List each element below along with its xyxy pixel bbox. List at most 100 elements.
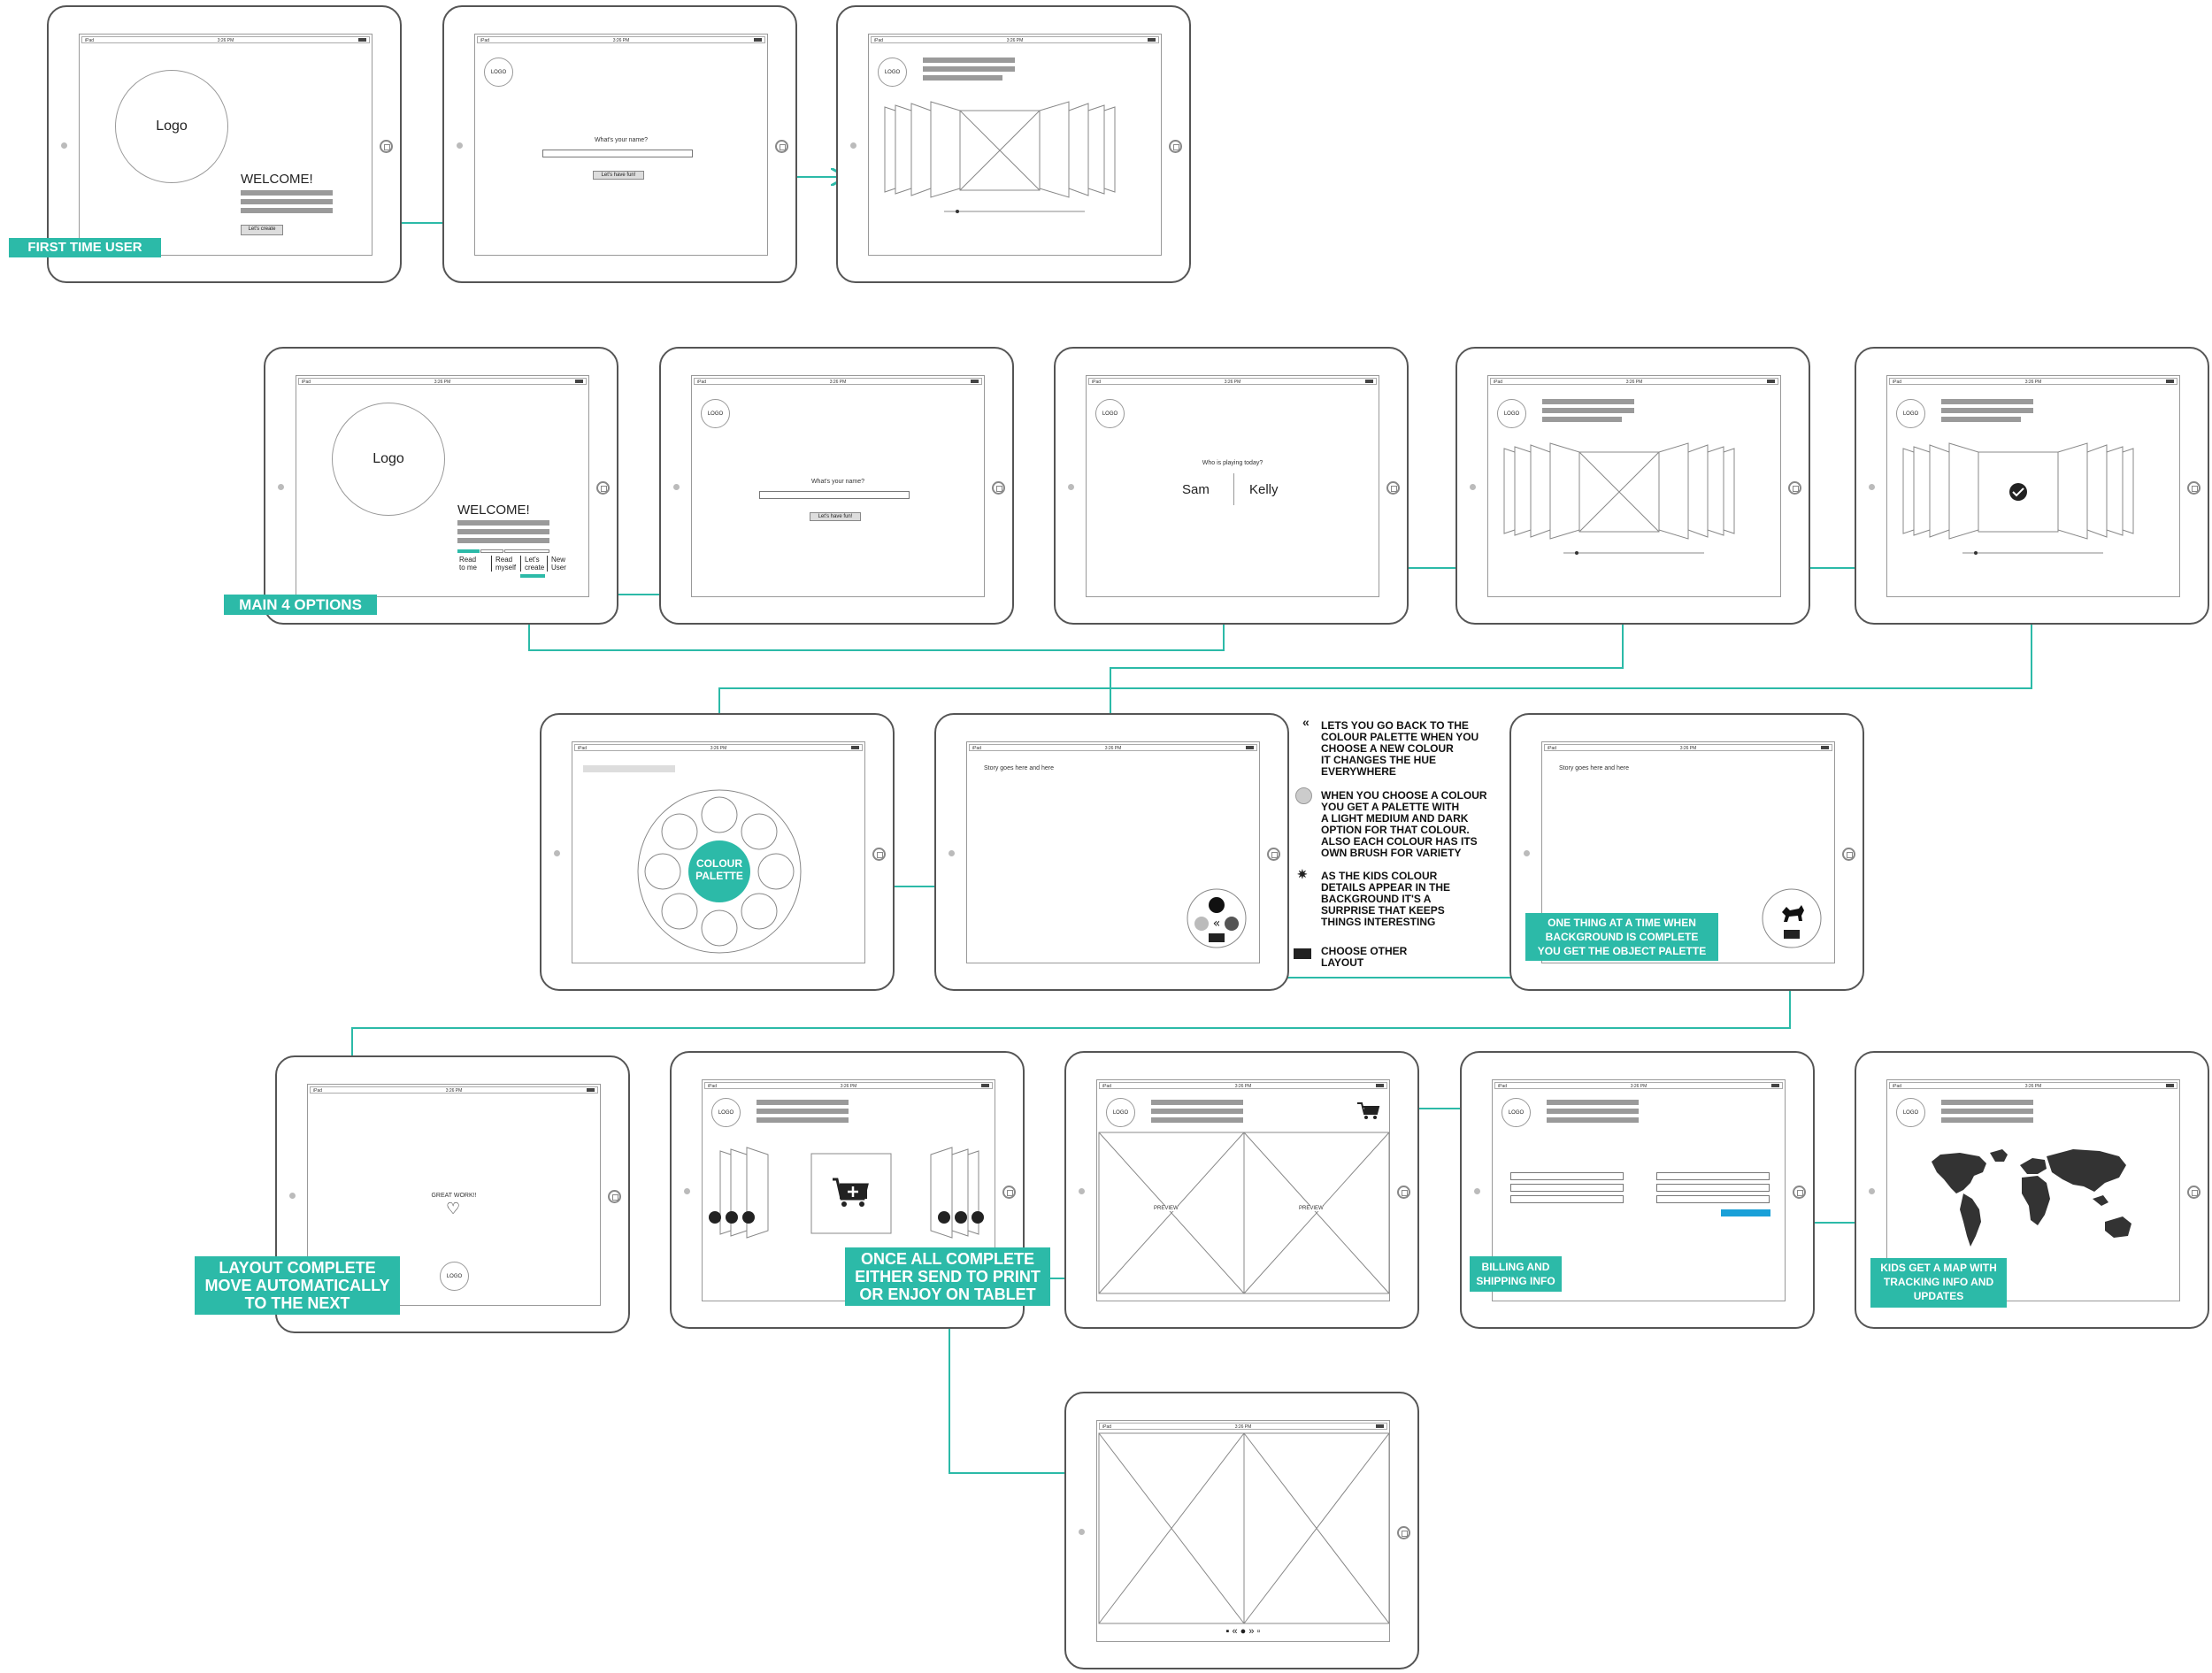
name-input[interactable]: [759, 491, 910, 499]
home-button[interactable]: [2187, 1186, 2200, 1199]
logo-small-circle: LOGO: [484, 58, 513, 87]
home-button[interactable]: [1002, 1186, 1016, 1199]
logo-small-circle: LOGO: [1896, 1098, 1925, 1127]
annotation-line: OWN BRUSH FOR VARIETY: [1321, 847, 1462, 859]
home-button[interactable]: [1169, 140, 1182, 153]
annotation-line: ALSO EACH COLOUR HAS ITS: [1321, 835, 1478, 848]
option-tab: [504, 549, 549, 553]
text-placeholder: [923, 75, 1002, 81]
home-button[interactable]: [872, 848, 886, 861]
label-main-4-options: MAIN 4 OPTIONS: [224, 595, 377, 615]
object-palette-wheel[interactable]: [1542, 742, 1835, 963]
book-icon: [1294, 948, 1311, 959]
double-left-icon: «: [1302, 715, 1310, 729]
home-button[interactable]: [1397, 1186, 1410, 1199]
annotation-line: YOU GET A PALETTE WITH: [1321, 801, 1460, 813]
battery-icon: [587, 1088, 595, 1092]
preview-label-right: PREVIEW: [1299, 1206, 1324, 1211]
layout-carousel[interactable]: [869, 35, 1162, 256]
layout-carousel[interactable]: [1887, 376, 2180, 597]
home-button[interactable]: [1793, 1186, 1806, 1199]
player-kelly[interactable]: Kelly: [1249, 482, 1279, 497]
home-button[interactable]: [992, 481, 1005, 495]
text-placeholder: [583, 765, 675, 772]
sparkle-icon: ✷: [1297, 867, 1308, 881]
shipping-field[interactable]: [1656, 1184, 1770, 1192]
world-map[interactable]: [1887, 1080, 2180, 1301]
home-button[interactable]: [1386, 481, 1400, 495]
camera-dot: [1068, 484, 1074, 490]
shop-carousel[interactable]: [703, 1080, 995, 1301]
divider: [1233, 473, 1234, 505]
billing-field[interactable]: [1510, 1195, 1624, 1203]
battery-icon: [981, 1084, 989, 1087]
home-button[interactable]: [1397, 1526, 1410, 1539]
player-sam[interactable]: Sam: [1182, 482, 1210, 497]
playback-controls[interactable]: ▪ « ● » ▫: [1225, 1626, 1261, 1637]
home-button[interactable]: [1788, 481, 1801, 495]
name-input[interactable]: [542, 150, 693, 157]
lets-have-fun-button[interactable]: Let's have fun!: [810, 512, 861, 521]
shipping-field[interactable]: [1656, 1172, 1770, 1180]
lets-create-button[interactable]: Let's create: [241, 225, 283, 235]
battery-icon: [851, 746, 859, 749]
annotation-line: COLOUR PALETTE WHEN YOU: [1321, 731, 1479, 743]
home-button[interactable]: [596, 481, 610, 495]
shipping-field[interactable]: [1656, 1195, 1770, 1203]
lets-have-fun-button[interactable]: Let's have fun!: [593, 171, 644, 180]
cart-icon[interactable]: [1356, 1100, 1379, 1119]
billing-field[interactable]: [1510, 1184, 1624, 1192]
text-placeholder: [1941, 1117, 2033, 1123]
text-placeholder: [923, 58, 1015, 63]
annotation-line: CHOOSE A NEW COLOUR: [1321, 742, 1454, 755]
tool-wheel[interactable]: «: [967, 742, 1260, 963]
logo-circle: Logo: [332, 403, 445, 516]
submit-button[interactable]: [1721, 1209, 1770, 1216]
colour-wheel[interactable]: [572, 742, 865, 963]
text-placeholder: [1547, 1109, 1639, 1114]
home-button[interactable]: [775, 140, 788, 153]
camera-dot: [289, 1193, 296, 1199]
home-button[interactable]: [608, 1190, 621, 1203]
home-button[interactable]: [2187, 481, 2200, 495]
home-button[interactable]: [1842, 848, 1855, 861]
home-button[interactable]: [380, 140, 393, 153]
billing-field[interactable]: [1510, 1172, 1624, 1180]
home-button[interactable]: [1267, 848, 1280, 861]
camera-dot: [1079, 1188, 1085, 1194]
layout-carousel[interactable]: [1488, 376, 1781, 597]
text-placeholder: [1547, 1117, 1639, 1123]
camera-dot: [1079, 1529, 1085, 1535]
text-placeholder: [241, 190, 333, 196]
logo-small-circle: LOGO: [1502, 1098, 1531, 1127]
text-placeholder: [457, 538, 549, 543]
option-tab: [480, 549, 503, 553]
camera-dot: [850, 142, 856, 149]
